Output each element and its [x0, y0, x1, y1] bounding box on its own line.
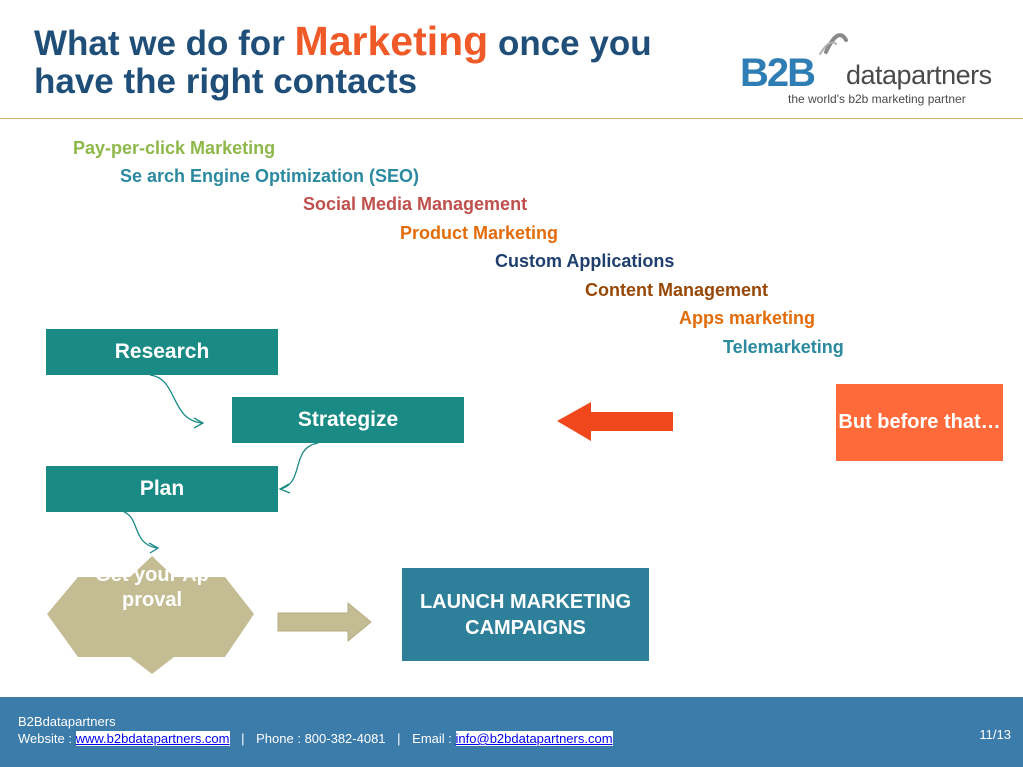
footer-separator: | [241, 731, 245, 746]
logo-mark-text: B2B [740, 51, 815, 95]
service-item: Product Marketing [400, 223, 559, 243]
connector-strategize-plan [280, 442, 319, 490]
logo-tagline: the world's b2b marketing partner [788, 92, 966, 106]
service-item: Custom Applications [495, 251, 675, 271]
plan-box: Plan [46, 466, 278, 512]
service-item: Se arch Engine Optimization (SEO) [120, 166, 420, 186]
but-before-box: But before that… [836, 384, 1003, 461]
arrowhead-icon [148, 542, 160, 554]
service-item: Apps marketing [679, 308, 816, 328]
research-box: Research [46, 329, 278, 375]
title-prefix: What we do for [34, 24, 285, 63]
phone-text: Phone : 800-382-4081 [256, 731, 386, 746]
website-label: Website : [18, 731, 72, 746]
email-label: Email : [412, 731, 452, 746]
logo-mark-icon: B2B [740, 33, 848, 95]
page-number: 11/13 [979, 727, 1011, 742]
arrowhead-icon [193, 417, 205, 429]
footer-company: B2Bdatapartners [18, 714, 116, 729]
connector-plan-approval [123, 511, 158, 549]
right-arrow-icon [277, 601, 372, 643]
page-title: What we do for Marketing once you have t… [34, 21, 652, 101]
service-item: Content Management [585, 280, 769, 300]
email-link[interactable]: info@b2bdatapartners.com [455, 731, 613, 746]
header-divider [0, 118, 1023, 119]
title-suffix: once you [497, 24, 652, 63]
footer: B2Bdatapartners Website : www.b2bdatapar… [0, 697, 1023, 767]
title-line-2: have the right contacts [34, 62, 418, 101]
title-highlight: Marketing [294, 18, 489, 64]
arrowhead-icon [278, 483, 291, 494]
logo-brand-text: datapartners [846, 60, 992, 90]
service-item: Pay-per-click Marketing [73, 138, 276, 158]
footer-separator: | [397, 731, 401, 746]
connector-research-strategize [149, 374, 203, 424]
left-arrow-icon [557, 402, 673, 441]
launch-box: LAUNCH MARKETING CAMPAIGNS [402, 568, 649, 661]
approval-label: Get your Approval [95, 564, 209, 611]
strategize-box: Strategize [232, 397, 464, 443]
service-item: Telemarketing [723, 337, 844, 357]
service-item: Social Media Management [303, 194, 528, 214]
company-logo: B2B datapartners the world's b2b marketi… [738, 30, 992, 115]
website-link[interactable]: www.b2bdatapartners.com [75, 731, 230, 746]
approval-shape-bottom [130, 657, 174, 674]
footer-contact-line: Website : www.b2bdatapartners.com | Phon… [18, 731, 613, 746]
